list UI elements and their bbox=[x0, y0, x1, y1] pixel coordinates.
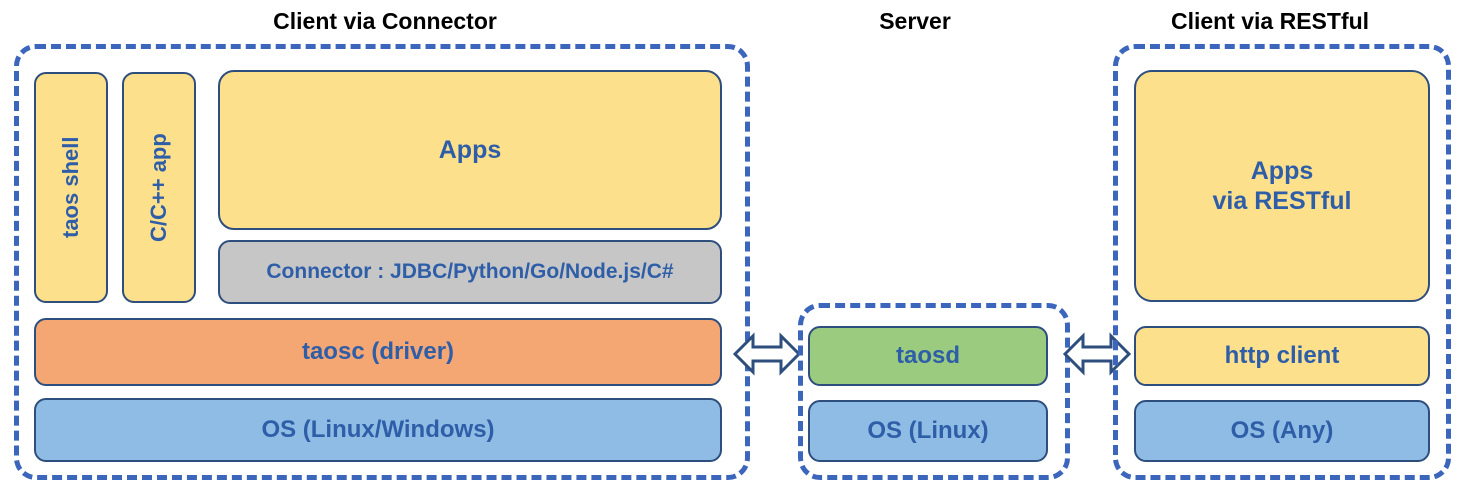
node-apps-via-restful-line1: Apps bbox=[1250, 157, 1314, 185]
title-client-via-restful: Client via RESTful bbox=[1170, 8, 1370, 34]
node-apps-via-restful[interactable]: Apps via RESTful bbox=[1134, 70, 1430, 302]
node-os-linux-windows[interactable]: OS (Linux/Windows) bbox=[34, 398, 722, 462]
panel-client-via-restful bbox=[1113, 44, 1451, 480]
node-os-linux[interactable]: OS (Linux) bbox=[808, 400, 1048, 462]
title-server: Server bbox=[879, 8, 951, 34]
title-client-via-connector: Client via Connector bbox=[273, 8, 497, 34]
node-taos-shell[interactable]: taos shell bbox=[34, 72, 108, 303]
bidirectional-arrow-left bbox=[732, 328, 802, 380]
node-taosd[interactable]: taosd bbox=[808, 326, 1048, 386]
node-os-any[interactable]: OS (Any) bbox=[1134, 400, 1430, 462]
node-apps-via-restful-line2: via RESTful bbox=[1212, 187, 1352, 215]
node-c-cpp-app[interactable]: C/C++ app bbox=[122, 72, 196, 303]
panel-client-via-connector bbox=[14, 44, 750, 480]
panel-server bbox=[798, 303, 1070, 480]
node-http-client[interactable]: http client bbox=[1134, 326, 1430, 386]
node-apps[interactable]: Apps bbox=[218, 70, 722, 230]
node-connector[interactable]: Connector : JDBC/Python/Go/Node.js/C# bbox=[218, 240, 722, 304]
node-taosc-driver[interactable]: taosc (driver) bbox=[34, 318, 722, 386]
